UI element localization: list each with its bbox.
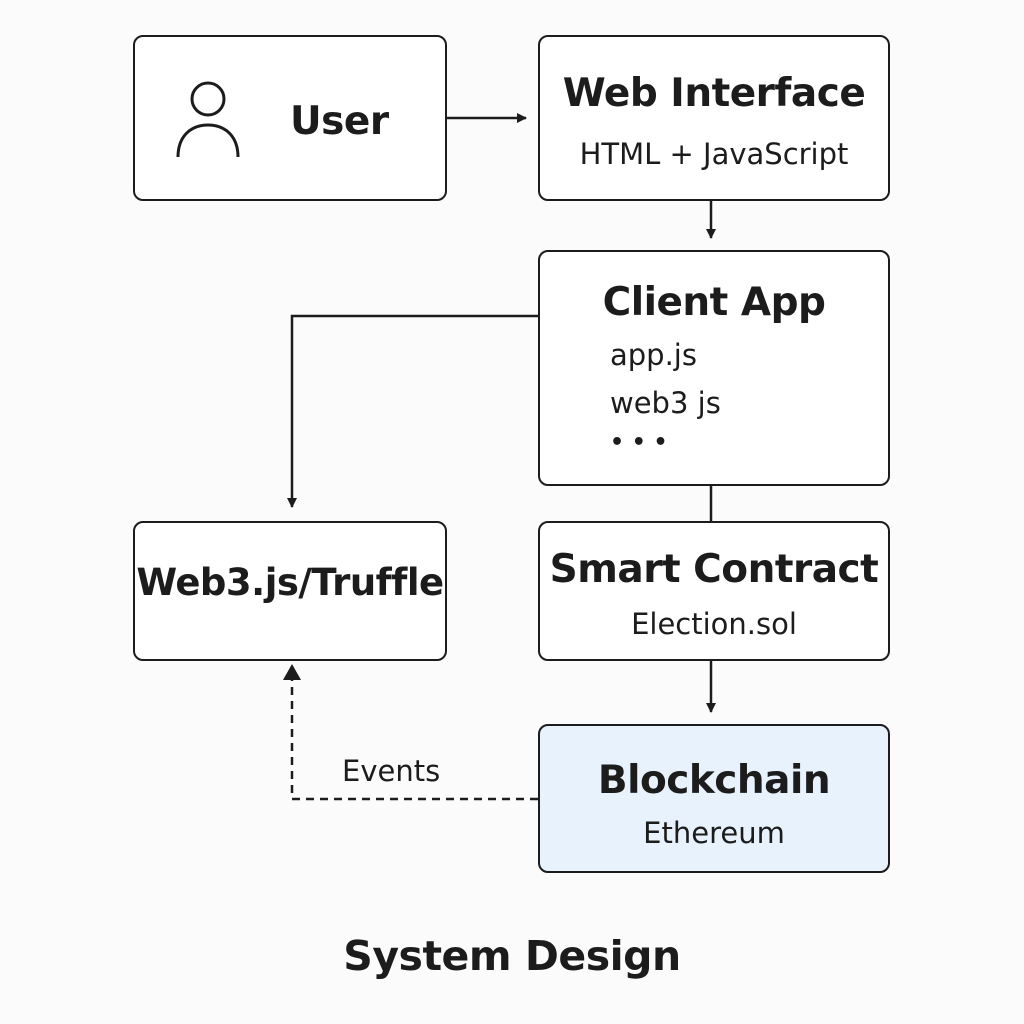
events-arrowhead xyxy=(283,664,301,680)
web-interface-node: Web Interface HTML + JavaScript xyxy=(538,35,890,201)
arrow-client-app-to-web3-truffle xyxy=(287,314,538,508)
events-label: Events xyxy=(342,754,441,788)
user-title: User xyxy=(290,99,389,144)
web3-truffle-node: Web3.js/Truffle xyxy=(133,521,447,661)
web-interface-title: Web Interface xyxy=(562,71,866,116)
blockchain-node: Blockchain Ethereum xyxy=(538,724,890,873)
client-app-node: Client App app.js web3 js • • • xyxy=(538,250,890,486)
events-arrow-blockchain-to-web3 xyxy=(290,675,538,801)
user-node: User xyxy=(133,35,447,201)
client-app-more-ellipsis: • • • xyxy=(610,430,668,455)
smart-contract-subtitle: Election.sol xyxy=(631,607,797,641)
client-app-file-app-js: app.js xyxy=(610,338,697,372)
client-app-title: Client App xyxy=(602,280,826,325)
blockchain-subtitle: Ethereum xyxy=(643,816,785,850)
blockchain-title: Blockchain xyxy=(597,758,831,803)
smart-contract-node: Smart Contract Election.sol xyxy=(538,521,890,661)
user-icon xyxy=(176,81,240,158)
smart-contract-title: Smart Contract xyxy=(549,547,879,592)
web-interface-subtitle: HTML + JavaScript xyxy=(579,137,849,171)
web3-truffle-title: Web3.js/Truffle xyxy=(136,561,444,604)
client-app-file-web3-js: web3 js xyxy=(610,386,721,420)
diagram-caption: System Design xyxy=(343,932,681,980)
